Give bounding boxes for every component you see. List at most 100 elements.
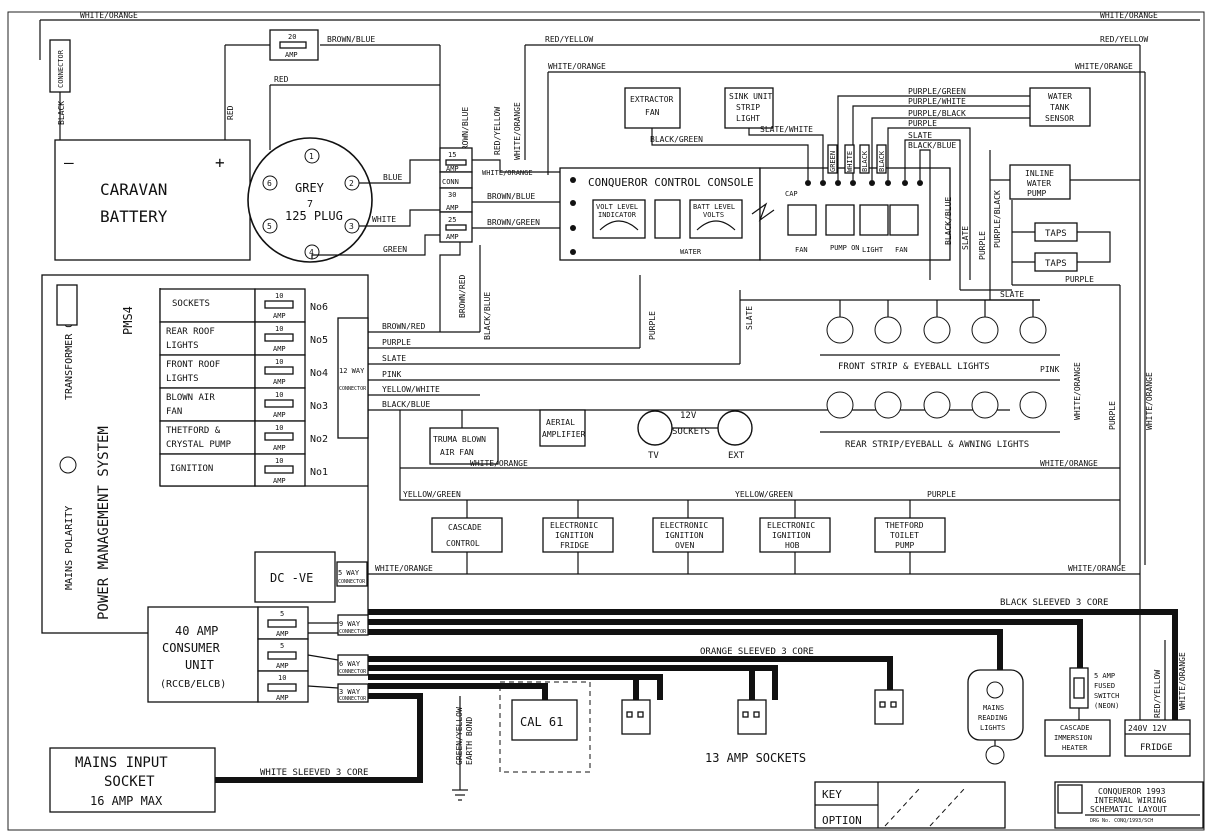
caravan-battery: CARAVAN BATTERY — + CONNECTOR BLACK RED: [49, 39, 251, 261]
wire-label: WHITE/ORANGE: [1075, 62, 1133, 71]
svg-text:RED: RED: [226, 105, 235, 120]
water-tank-sensor: WATER TANK SENSOR: [1029, 87, 1091, 127]
mains-reading-lights: MAINS READING LIGHTS: [967, 669, 1024, 765]
wire-label: WHITE/ORANGE: [482, 169, 533, 177]
svg-text:AMP: AMP: [446, 204, 459, 212]
svg-text:10: 10: [275, 325, 283, 333]
svg-text:EXT: EXT: [728, 451, 745, 461]
svg-text:CONQUEROR 1993: CONQUEROR 1993: [1098, 787, 1166, 796]
svg-text:10: 10: [275, 391, 283, 399]
svg-text:SLATE: SLATE: [745, 306, 754, 330]
svg-text:CONNECTOR: CONNECTOR: [57, 49, 65, 88]
wire-label: BROWN/BLUE: [327, 35, 375, 44]
svg-text:AERIAL: AERIAL: [546, 418, 575, 427]
svg-text:TAPS: TAPS: [1045, 259, 1067, 269]
svg-text:SCHEMATIC LAYOUT: SCHEMATIC LAYOUT: [1090, 805, 1167, 814]
svg-text:GREY: GREY: [295, 181, 325, 195]
svg-text:OVEN: OVEN: [675, 541, 694, 550]
extractor-fan: EXTRACTOR FAN BLACK/GREEN: [624, 87, 809, 180]
svg-text:HEATER: HEATER: [1062, 744, 1088, 752]
svg-text:WHITE SLEEVED 3 CORE: WHITE SLEEVED 3 CORE: [260, 768, 368, 778]
svg-text:5: 5: [280, 610, 284, 618]
svg-text:5: 5: [267, 222, 272, 231]
svg-text:FRIDGE: FRIDGE: [560, 541, 589, 550]
fuse-rows: SOCKETS 10 AMP No6 REAR ROOF LIGHTS 10 A…: [159, 288, 328, 487]
sink-unit-strip-light: SINK UNIT STRIP LIGHT SLATE/WHITE: [724, 87, 824, 180]
svg-text:1: 1: [309, 152, 314, 161]
svg-text:REAR ROOF: REAR ROOF: [166, 327, 215, 337]
svg-text:HOB: HOB: [785, 541, 800, 550]
svg-text:AMP: AMP: [446, 165, 459, 173]
svg-text:PURPLE: PURPLE: [1065, 275, 1094, 284]
svg-text:BLACK/BLUE: BLACK/BLUE: [944, 197, 953, 245]
appliance-ignition-fridge: ELECTRONIC IGNITION FRIDGE: [542, 517, 614, 553]
svg-text:AMP: AMP: [273, 444, 286, 452]
svg-text:9 WAY: 9 WAY: [339, 620, 361, 628]
svg-text:15: 15: [448, 151, 456, 159]
svg-text:WATER: WATER: [1048, 92, 1072, 101]
svg-text:CASCADE: CASCADE: [448, 523, 482, 532]
twelve-way-connector: 12 WAY CONNECTOR BROWN/RED PURPLE SLATE …: [337, 242, 1010, 439]
page-border: [7, 11, 1205, 831]
battery-title: CARAVAN: [100, 180, 167, 199]
svg-text:TANK: TANK: [1050, 103, 1069, 112]
svg-text:MAINS POLARITY: MAINS POLARITY: [64, 506, 75, 590]
fuse-row: IGNITION 10 AMP No1: [159, 453, 328, 487]
svg-text:WATER: WATER: [680, 248, 702, 256]
wire-label: WHITE/ORANGE: [513, 102, 522, 160]
svg-text:16 AMP MAX: 16 AMP MAX: [90, 794, 163, 808]
svg-text:SLATE: SLATE: [1000, 290, 1024, 299]
svg-text:PURPLE/BLACK: PURPLE/BLACK: [908, 109, 966, 118]
fuse-row: SOCKETS 10 AMP No6: [159, 288, 328, 323]
appliance-supply: YELLOW/GREEN YELLOW/GREEN PURPLE: [399, 410, 1120, 518]
truma-blown-air-fan: TRUMA BLOWN AIR FAN WHITE/ORANGE: [400, 410, 1120, 469]
fuse-row: THETFORD & CRYSTAL PUMP 10 AMP No2: [159, 420, 328, 455]
wire-label: BROWN/BLUE: [461, 107, 470, 155]
svg-text:40 AMP: 40 AMP: [175, 624, 218, 638]
svg-text:CONSUMER: CONSUMER: [162, 641, 221, 655]
svg-text:EARTH BOND: EARTH BOND: [465, 717, 474, 765]
svg-text:DC -VE: DC -VE: [270, 571, 313, 585]
svg-text:+: +: [215, 153, 225, 172]
svg-text:INDICATOR: INDICATOR: [598, 211, 637, 219]
svg-text:WHITE/ORANGE: WHITE/ORANGE: [1145, 372, 1154, 430]
svg-text:5 AMP: 5 AMP: [1094, 672, 1115, 680]
legend-key: KEY OPTION: [814, 781, 1006, 829]
svg-text:(RCCB/ELCB): (RCCB/ELCB): [160, 679, 226, 690]
fuse-20-amp: 20 AMP: [269, 29, 319, 61]
rear-strip-eyeball-awning-lights: REAR STRIP/EYEBALL & AWNING LIGHTS: [810, 379, 1060, 450]
svg-text:PURPLE/GREEN: PURPLE/GREEN: [908, 87, 966, 96]
svg-text:PURPLE: PURPLE: [648, 311, 657, 340]
svg-text:AMP: AMP: [276, 630, 289, 638]
svg-text:2: 2: [349, 179, 354, 188]
svg-text:5: 5: [280, 642, 284, 650]
svg-text:WHITE/ORANGE: WHITE/ORANGE: [1068, 564, 1126, 573]
svg-text:CASCADE: CASCADE: [1060, 724, 1090, 732]
svg-text:PINK: PINK: [1040, 365, 1059, 374]
svg-text:AMP: AMP: [446, 233, 459, 241]
svg-text:BROWN/GREEN: BROWN/GREEN: [487, 218, 540, 227]
aerial-amplifier: AERIAL AMPLIFIER: [539, 409, 586, 447]
svg-text:12 WAY: 12 WAY: [339, 367, 365, 375]
wire-label: RED: [274, 75, 289, 84]
svg-text:5 WAY: 5 WAY: [338, 569, 360, 577]
svg-text:TAPS: TAPS: [1045, 229, 1067, 239]
svg-text:DRG No. CONQ/1993/SCH: DRG No. CONQ/1993/SCH: [1090, 818, 1153, 824]
svg-text:SLATE: SLATE: [382, 354, 406, 363]
svg-text:No1: No1: [310, 467, 328, 478]
svg-text:AMP: AMP: [285, 51, 298, 59]
svg-text:IGNITION: IGNITION: [555, 531, 594, 540]
svg-text:GREEN/YELLOW: GREEN/YELLOW: [455, 707, 464, 765]
svg-text:BLACK: BLACK: [57, 101, 66, 125]
svg-text:No6: No6: [310, 302, 328, 313]
svg-text:125 PLUG: 125 PLUG: [285, 209, 343, 223]
svg-text:10: 10: [275, 358, 283, 366]
svg-text:WATER: WATER: [1027, 179, 1051, 188]
svg-text:TRANSFORMER ON: TRANSFORMER ON: [64, 316, 75, 400]
svg-text:FAN: FAN: [166, 407, 182, 417]
svg-text:PINK: PINK: [382, 370, 401, 379]
dc-negative: DC -VE 5 WAY CONNECTOR WHITE/ORANGE WHIT…: [254, 551, 1140, 603]
svg-text:EXTRACTOR: EXTRACTOR: [630, 95, 674, 104]
svg-text:BROWN/RED: BROWN/RED: [458, 274, 467, 318]
svg-text:TV: TV: [648, 451, 659, 461]
